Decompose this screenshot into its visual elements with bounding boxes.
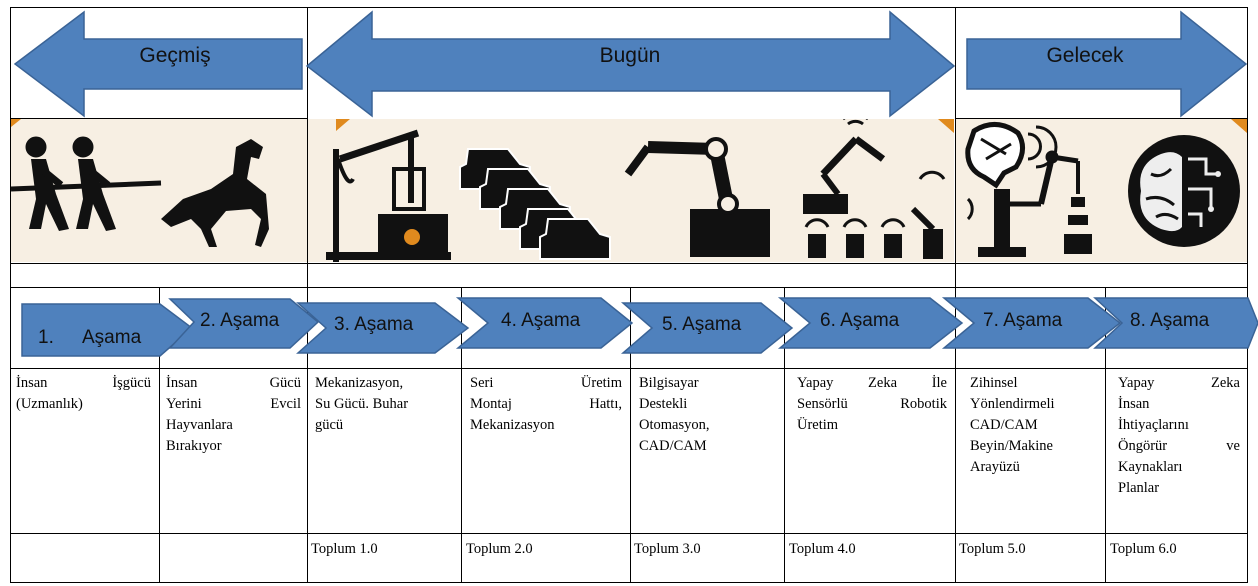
stage-2-description: İnsan Gücü Yerini Evcil Hayvanlara Bırak… (166, 373, 301, 457)
desc-line: CAD/CAM (970, 417, 1038, 433)
desc-line: gücü (315, 417, 344, 433)
desc-line: İnsan Gücü (166, 375, 301, 391)
stage-6-chevron (777, 297, 964, 349)
grid-col-4 (630, 287, 631, 583)
stage-1-number: 1. (38, 327, 54, 348)
stage-1-label: Aşama (82, 327, 142, 348)
desc-line: Planlar (1118, 480, 1160, 496)
desc-line: Beyin/Makine (970, 438, 1053, 454)
stage-3-society: Toplum 1.0 (311, 541, 378, 557)
grid-col-6-8 (1105, 287, 1106, 583)
desc-line: Otomasyon, (639, 417, 710, 433)
present-arrow (306, 10, 956, 118)
stage-8-chevron (1093, 297, 1258, 349)
stage-8-description: Yapay Zeka İnsan İhtiyaçlarını Öngörür v… (1118, 373, 1240, 499)
grid-desc-top (10, 368, 1248, 369)
desc-line: İnsan (1118, 396, 1150, 412)
stage-2-label: 2. Aşama (200, 310, 280, 331)
cars-assembly-icon (459, 148, 611, 260)
grid-col-2 (307, 7, 308, 583)
stage-4-society: Toplum 2.0 (466, 541, 533, 557)
ai-brain-icon (1128, 135, 1240, 247)
stage-6-description: Yapay Zeka İle Sensörlü Robotik Üretim (797, 373, 947, 436)
desc-line: CAD/CAM (639, 438, 707, 454)
desc-line: Yapay Zeka (1118, 375, 1240, 391)
grid-col-end (1247, 7, 1248, 583)
illustration-past (11, 119, 307, 262)
wireless-robots-icon (803, 119, 946, 259)
period-past-label: Geçmiş (139, 44, 211, 67)
desc-line: Montaj Hattı, (470, 396, 622, 412)
grid-col-7 (955, 7, 956, 583)
stage-5-chevron (620, 302, 794, 354)
desc-line: Mekanizasyon (470, 417, 555, 433)
stage-5-description: Bilgisayar Destekli Otomasyon, CAD/CAM (639, 373, 777, 457)
stage-3-description: Mekanizasyon, Su Gücü. Buhar gücü (315, 373, 453, 436)
desc-line: İnsan İşgücü (16, 375, 151, 391)
desc-line: Kaynakları (1118, 459, 1183, 475)
grid-col-5 (784, 287, 785, 583)
desc-line: (Uzmanlık) (16, 396, 83, 412)
stage-4-label: 4. Aşama (501, 310, 581, 331)
desc-line: Arayüzü (970, 459, 1020, 475)
grid-illus-bottom (10, 263, 1248, 264)
stage-4-description: Seri Üretim Montaj Hattı, Mekanizasyon (470, 373, 622, 436)
desc-line: Bırakıyor (166, 438, 222, 454)
past-arrow (14, 10, 303, 118)
desc-line: Zihinsel (970, 375, 1018, 391)
grid-col-1 (159, 287, 160, 583)
stage-5-society: Toplum 3.0 (634, 541, 701, 557)
desc-line: Bilgisayar (639, 375, 699, 391)
stage-6-label: 6. Aşama (820, 310, 900, 331)
desc-line: Öngörür ve (1118, 438, 1240, 454)
desc-line: Üretim (797, 417, 839, 433)
future-arrow (966, 10, 1248, 118)
desc-line: Sensörlü Robotik (797, 396, 947, 412)
grid-row1-bottom-right (955, 118, 1248, 119)
stage-7-chevron (941, 297, 1122, 349)
illustration-present (308, 119, 954, 262)
grid-top (10, 7, 1248, 8)
desc-line: Su Gücü. Buhar (315, 396, 409, 412)
period-future-label: Gelecek (1046, 44, 1124, 67)
desc-line: Seri Üretim (470, 375, 622, 391)
desc-line: Mekanizasyon, (315, 375, 404, 391)
pump-jack-icon (326, 129, 451, 262)
horse-icon (161, 139, 269, 247)
grid-row1-bottom (10, 118, 308, 119)
grid-bottom (10, 582, 1248, 583)
grid-col-0 (10, 7, 11, 583)
period-present-label: Bugün (599, 44, 661, 67)
stage-3-chevron (296, 302, 470, 354)
stage-8-society: Toplum 6.0 (1110, 541, 1177, 557)
desc-line: Yönlendirmeli (970, 396, 1055, 412)
robot-arm-icon (624, 137, 770, 257)
stage-8-label: 8. Aşama (1130, 310, 1210, 331)
brain-interface-icon (965, 122, 1092, 257)
stage-3-label: 3. Aşama (334, 314, 414, 335)
stage-7-label: 7. Aşama (983, 310, 1063, 331)
grid-col-3 (461, 287, 462, 583)
grid-spacer-bottom (10, 287, 1248, 288)
stage-7-society: Toplum 5.0 (959, 541, 1026, 557)
stage-6-society: Toplum 4.0 (789, 541, 856, 557)
desc-line: İhtiyaçlarını (1118, 417, 1189, 433)
desc-line: Destekli (639, 396, 688, 412)
stage-chevrons (21, 297, 1258, 357)
desc-line: Yerini Evcil (166, 396, 301, 412)
desc-line: Hayvanlara (166, 417, 233, 433)
stage-4-chevron (455, 297, 634, 349)
desc-line: Yapay Zeka İle (797, 375, 947, 391)
stage-7-description: Zihinsel Yönlendirmeli CAD/CAM Beyin/Mak… (970, 373, 1100, 478)
stage-5-label: 5. Aşama (662, 314, 742, 335)
stage-2-chevron (168, 298, 320, 349)
stage-1-description: İnsan İşgücü (Uzmanlık) (16, 373, 151, 415)
grid-society-top (10, 533, 1248, 534)
illustration-future (956, 119, 1247, 262)
tug-of-war-icon (11, 136, 162, 231)
